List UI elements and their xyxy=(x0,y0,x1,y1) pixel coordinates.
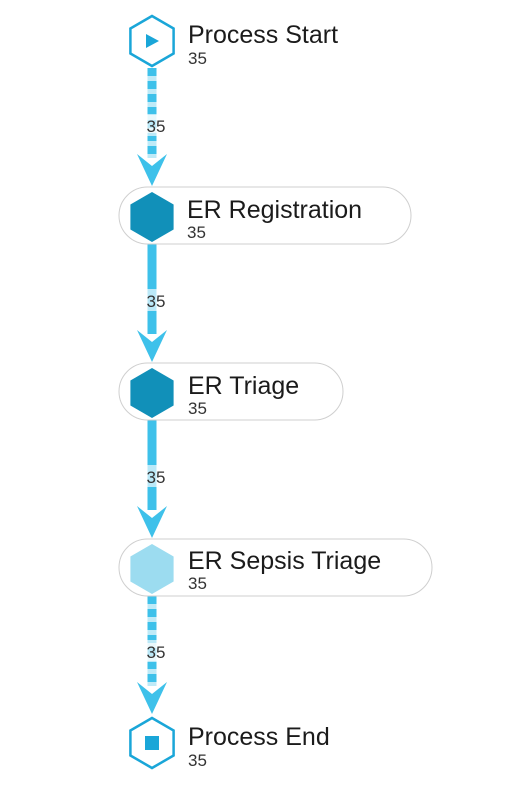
node-process-end[interactable]: Process End 35 xyxy=(129,716,330,770)
node-pill xyxy=(118,538,433,597)
node-pill xyxy=(118,186,412,245)
edge-arrowhead xyxy=(137,682,167,714)
node-count: 35 xyxy=(188,574,207,593)
node-pill xyxy=(118,362,344,421)
edge-triage-to-sepsis-triage[interactable]: 35 xyxy=(137,420,167,538)
edge-label-background xyxy=(140,465,164,487)
node-count: 35 xyxy=(188,751,207,770)
edge-label: 35 xyxy=(147,292,166,311)
edge-arrowhead xyxy=(137,506,167,538)
node-process-start[interactable]: Process Start 35 xyxy=(129,14,338,68)
edge-label-background xyxy=(140,640,164,662)
node-count: 35 xyxy=(188,49,207,68)
edge-registration-to-triage[interactable]: 35 xyxy=(137,244,167,362)
node-title: Process Start xyxy=(188,21,338,49)
activity-hexagon-icon xyxy=(130,192,174,242)
stop-icon xyxy=(145,736,159,750)
node-title: ER Registration xyxy=(187,196,362,224)
edge-arrowhead xyxy=(137,330,167,362)
edge-label: 35 xyxy=(147,468,166,487)
node-er-registration[interactable]: ER Registration 35 xyxy=(118,186,412,245)
edge-label-background xyxy=(140,289,164,311)
node-count: 35 xyxy=(188,399,207,418)
edge-label: 35 xyxy=(147,117,166,136)
edge-start-to-registration[interactable]: 35 xyxy=(137,68,167,186)
node-title: ER Sepsis Triage xyxy=(188,547,381,575)
edge-sepsis-triage-to-end[interactable]: 35 xyxy=(137,596,167,714)
edge-label: 35 xyxy=(147,643,166,662)
node-title: Process End xyxy=(188,723,330,751)
node-title: ER Triage xyxy=(188,372,299,400)
node-count: 35 xyxy=(187,223,206,242)
activity-hexagon-icon xyxy=(130,368,174,418)
node-er-triage[interactable]: ER Triage 35 xyxy=(118,362,344,421)
activity-hexagon-icon xyxy=(130,544,174,594)
play-icon xyxy=(146,34,159,48)
node-er-sepsis-triage[interactable]: ER Sepsis Triage 35 xyxy=(118,538,433,597)
edge-arrowhead xyxy=(137,154,167,186)
edge-label-background xyxy=(140,114,164,136)
